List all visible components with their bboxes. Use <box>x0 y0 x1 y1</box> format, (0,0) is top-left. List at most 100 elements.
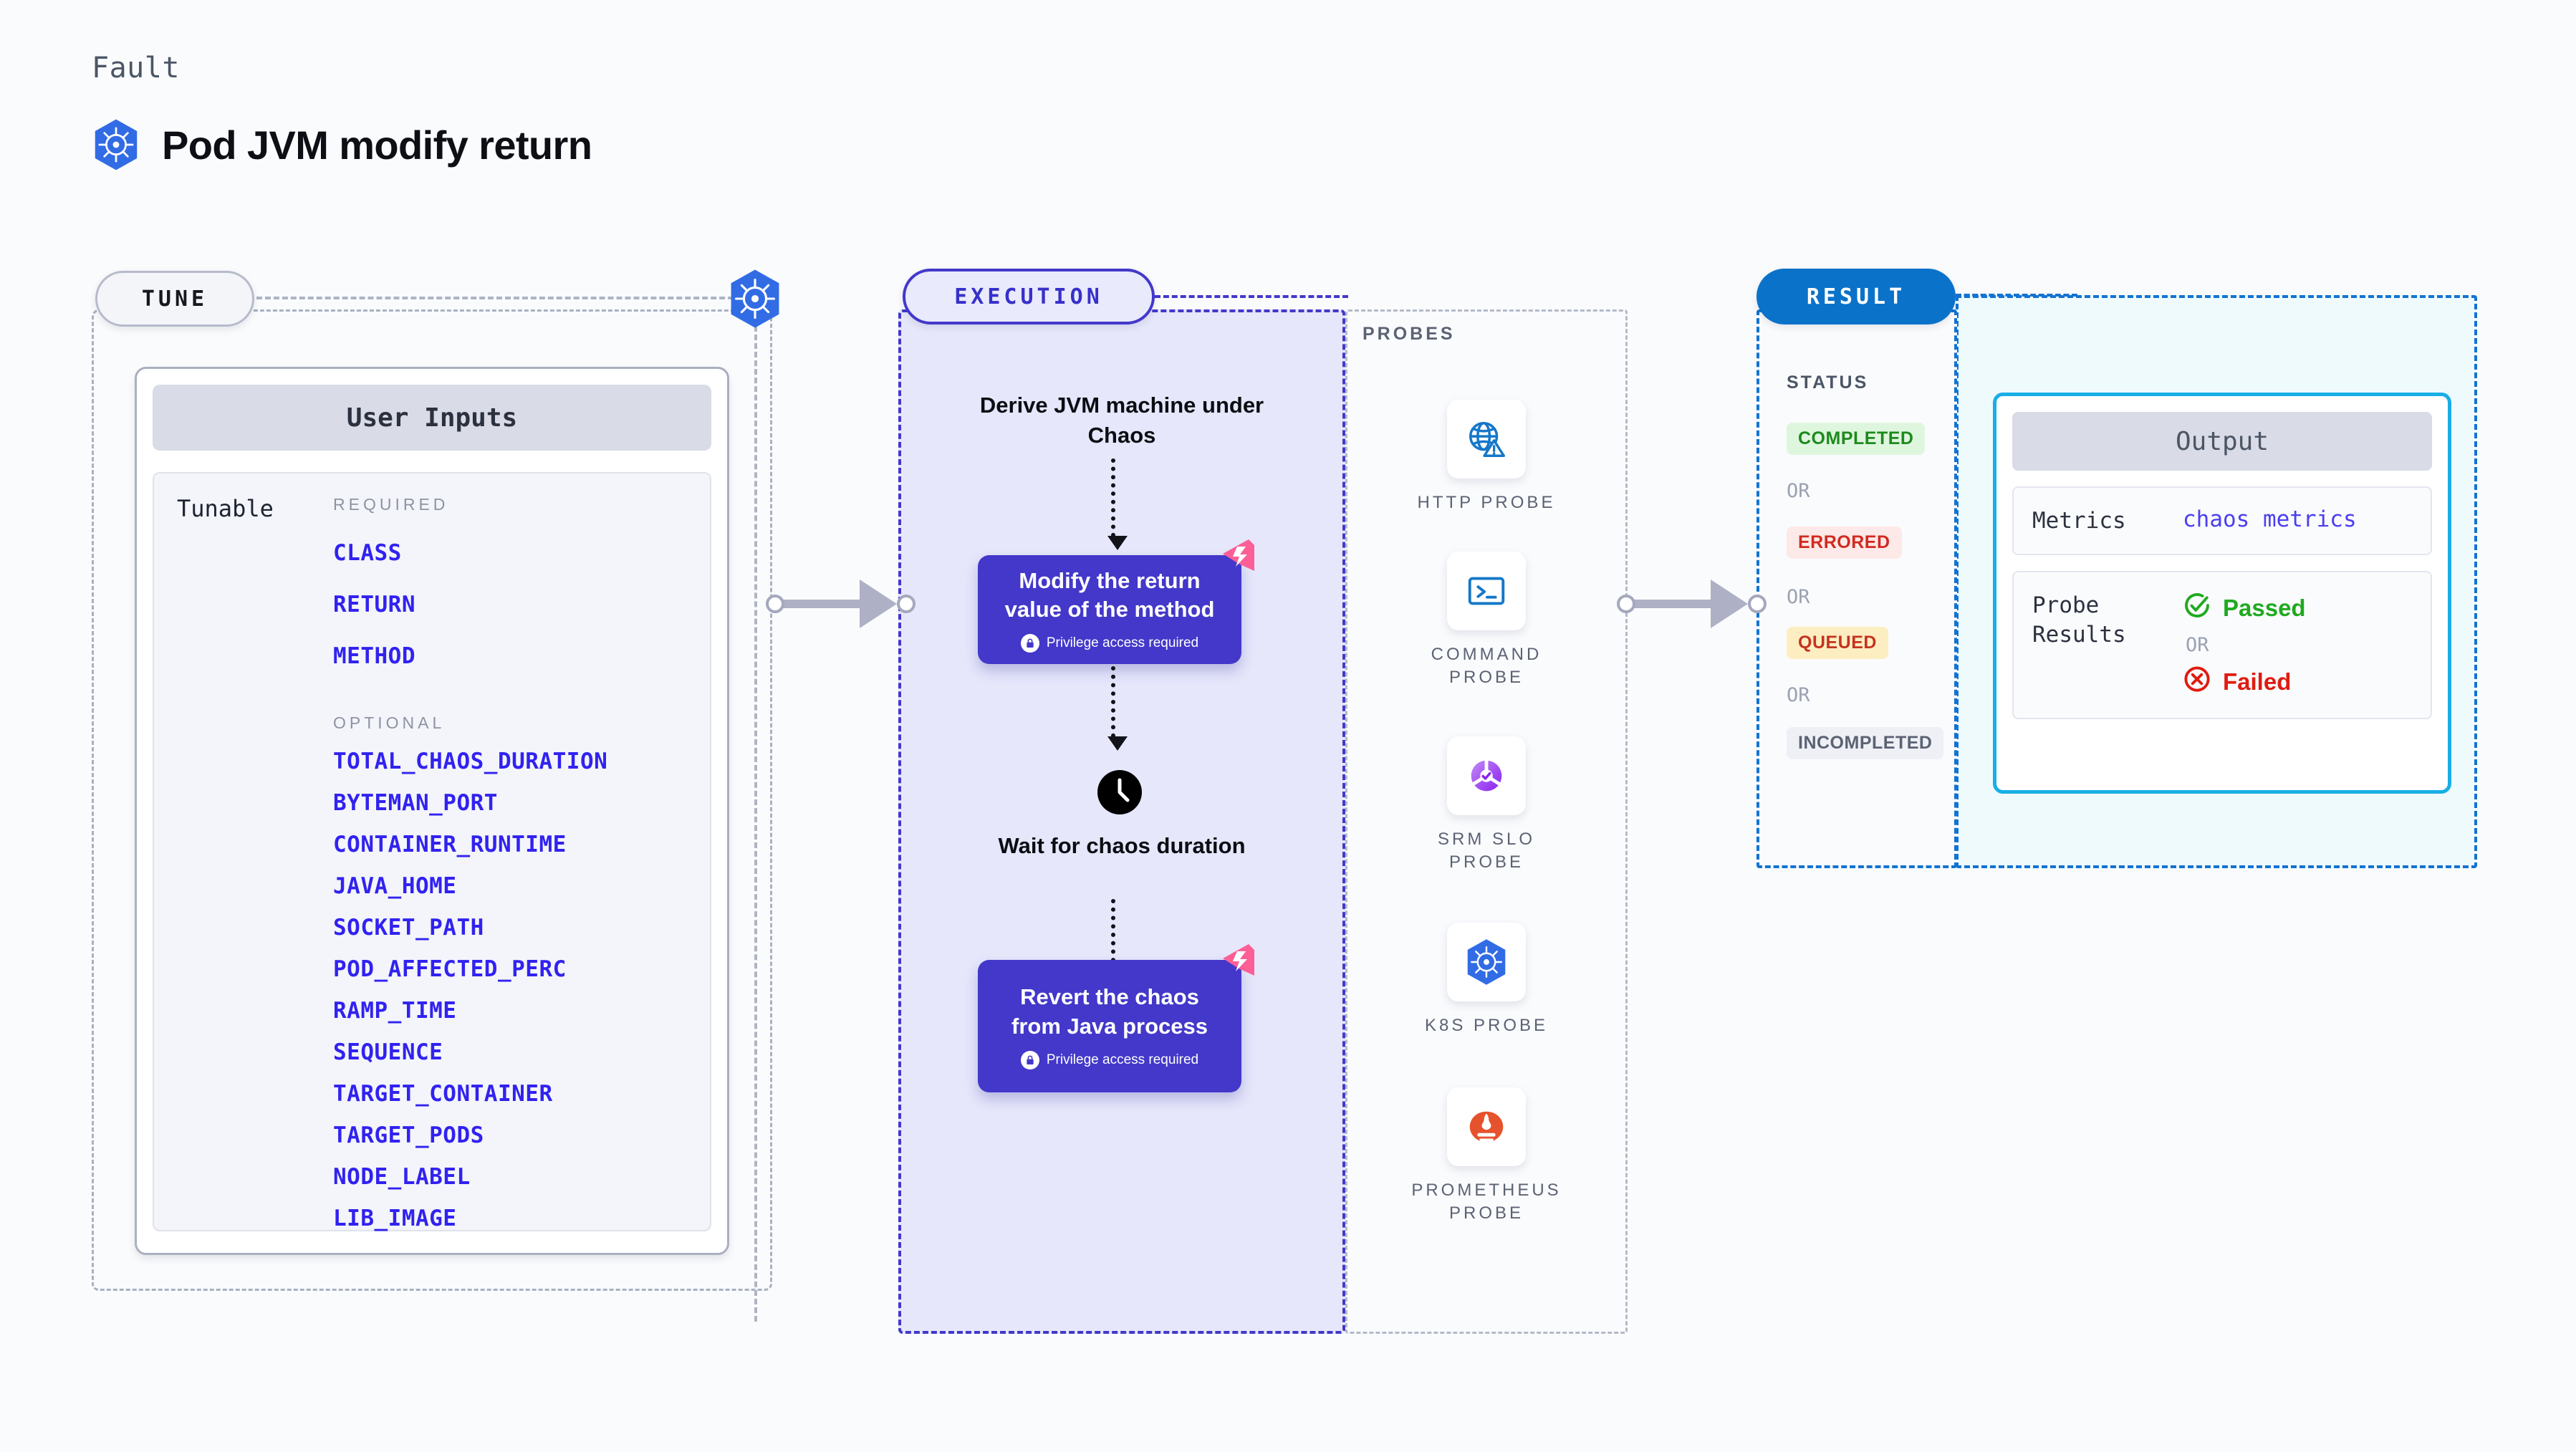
status-or-2: OR <box>1787 586 1810 608</box>
status-or-1: OR <box>1787 480 1810 502</box>
lock-icon <box>1020 634 1039 653</box>
kubernetes-icon <box>1447 923 1526 1001</box>
param-return[interactable]: RETURN <box>333 592 415 617</box>
pink-flag-icon <box>1217 940 1259 981</box>
param-class[interactable]: CLASS <box>333 540 402 566</box>
lock-icon <box>1020 1050 1039 1069</box>
param-sequence[interactable]: SEQUENCE <box>333 1039 443 1065</box>
probe-result-failed: Failed <box>2183 665 2306 699</box>
breadcrumb-fault-label: Fault <box>92 52 180 85</box>
execution-box-revert-note: Privilege access required <box>1020 1050 1199 1069</box>
status-or-3: OR <box>1787 684 1810 706</box>
execution-box-modify-note: Privilege access required <box>1020 634 1199 653</box>
param-node-label[interactable]: NODE_LABEL <box>333 1164 471 1190</box>
flow-arrow-2 <box>1107 666 1128 751</box>
execution-box-revert-title: Revert the chaos from Java process <box>1011 984 1208 1039</box>
execution-box-revert[interactable]: Revert the chaos from Java process Privi… <box>978 944 1254 1092</box>
probe-result-failed-label: Failed <box>2223 668 2292 696</box>
probe-result-passed: Passed <box>2183 591 2306 625</box>
execution-step-wait: Wait for chaos duration <box>998 833 1246 858</box>
probe-item-srm-slo[interactable]: SRM SLO PROBE <box>1397 736 1576 875</box>
param-container-runtime[interactable]: CONTAINER_RUNTIME <box>333 832 567 857</box>
output-probe-results-label: Probe Results <box>2032 592 2126 648</box>
probes-title: PROBES <box>1363 324 1456 344</box>
param-byteman-port[interactable]: BYTEMAN_PORT <box>333 790 498 816</box>
param-ramp-time[interactable]: RAMP_TIME <box>333 998 457 1024</box>
execution-connector-dash <box>1155 295 1348 298</box>
check-circle-icon <box>2183 591 2211 625</box>
connector-node-right <box>897 595 915 613</box>
result-pill[interactable]: RESULT <box>1756 269 1956 324</box>
required-group-title: REQUIRED <box>333 495 449 514</box>
globe-warning-icon <box>1447 400 1526 479</box>
param-pod-affected-perc[interactable]: POD_AFFECTED_PERC <box>333 956 567 982</box>
param-java-home[interactable]: JAVA_HOME <box>333 873 457 899</box>
param-target-container[interactable]: TARGET_CONTAINER <box>333 1081 553 1107</box>
param-total-chaos-duration[interactable]: TOTAL_CHAOS_DURATION <box>333 749 608 774</box>
param-method[interactable]: METHOD <box>333 643 415 669</box>
connector-arrowhead <box>1711 580 1748 628</box>
execution-pill[interactable]: EXECUTION <box>903 269 1155 324</box>
execution-box-modify-note-text: Privilege access required <box>1046 635 1199 651</box>
probe-item-http[interactable]: HTTP PROBE <box>1397 400 1576 514</box>
connector-node-left <box>1617 595 1635 613</box>
param-target-pods[interactable]: TARGET_PODS <box>333 1122 484 1148</box>
execution-box-modify[interactable]: Modify the return value of the method Pr… <box>978 539 1254 664</box>
output-metrics-label: Metrics <box>2032 508 2126 534</box>
srm-slo-icon <box>1447 736 1526 815</box>
result-region <box>1756 309 1957 868</box>
probe-label-command: COMMAND PROBE <box>1431 645 1542 688</box>
tune-connector-dash <box>256 297 751 299</box>
connector-bar <box>774 600 874 608</box>
tunable-parameter-lists: REQUIRED CLASS RETURN METHOD OPTIONAL TO… <box>333 495 710 1231</box>
probe-label-srm-slo: SRM SLO PROBE <box>1437 830 1536 872</box>
status-badge-completed: COMPLETED <box>1787 423 1926 455</box>
connector-node-left <box>766 595 784 613</box>
output-header: Output <box>2012 412 2432 471</box>
probe-label-http: HTTP PROBE <box>1417 493 1556 512</box>
kubernetes-icon <box>727 269 783 329</box>
output-card: Output Metrics chaos metrics Probe Resul… <box>1993 393 2451 794</box>
output-metrics-value[interactable]: chaos metrics <box>2183 506 2357 532</box>
probe-label-k8s: K8S PROBE <box>1424 1016 1549 1035</box>
param-lib-image[interactable]: LIB_IMAGE <box>333 1206 457 1231</box>
user-inputs-card: User Inputs Tunable REQUIRED CLASS RETUR… <box>135 367 729 1255</box>
connector-bar <box>1625 600 1725 608</box>
status-badge-queued: QUEUED <box>1787 627 1888 659</box>
status-badge-errored: ERRORED <box>1787 527 1902 559</box>
status-badge-incompleted: INCOMPLETED <box>1787 727 1944 759</box>
tune-region <box>92 309 772 1291</box>
tune-connector-stem <box>754 326 757 1322</box>
probe-result-or: OR <box>2186 634 2209 657</box>
x-circle-icon <box>2183 665 2211 699</box>
tunable-box: Tunable REQUIRED CLASS RETURN METHOD OPT… <box>153 472 711 1231</box>
user-inputs-header: User Inputs <box>153 385 711 451</box>
tune-pill[interactable]: TUNE <box>95 271 254 327</box>
result-connector-dash <box>1956 294 2077 297</box>
clock-icon <box>1097 770 1142 814</box>
output-row-probe-results: Probe Results Passed OR <box>2012 571 2432 720</box>
page-title: Pod JVM modify return <box>162 122 592 168</box>
execution-box-revert-note-text: Privilege access required <box>1046 1052 1199 1067</box>
probe-item-command[interactable]: COMMAND PROBE <box>1397 552 1576 690</box>
param-socket-path[interactable]: SOCKET_PATH <box>333 915 484 941</box>
optional-group-title: OPTIONAL <box>333 713 446 732</box>
connector-arrowhead <box>860 580 897 628</box>
connector-node-right <box>1748 595 1767 613</box>
output-probe-results-values: Passed OR Failed <box>2183 591 2306 699</box>
execution-box-modify-title: Modify the return value of the method <box>1004 567 1215 622</box>
execution-step-derive: Derive JVM machine under Chaos <box>979 393 1264 448</box>
prometheus-icon <box>1447 1087 1526 1166</box>
execution-region <box>898 309 1345 1334</box>
pink-flag-icon <box>1217 535 1259 577</box>
probe-result-passed-label: Passed <box>2223 595 2306 622</box>
output-row-metrics: Metrics chaos metrics <box>2012 486 2432 556</box>
kubernetes-icon <box>92 118 140 171</box>
page-title-row: Pod JVM modify return <box>92 118 592 171</box>
probe-label-prometheus: PROMETHEUS PROBE <box>1411 1181 1562 1223</box>
probe-item-prometheus[interactable]: PROMETHEUS PROBE <box>1397 1087 1576 1226</box>
probe-item-k8s[interactable]: K8S PROBE <box>1397 923 1576 1037</box>
terminal-icon <box>1447 552 1526 630</box>
tunable-label: Tunable <box>177 495 274 522</box>
